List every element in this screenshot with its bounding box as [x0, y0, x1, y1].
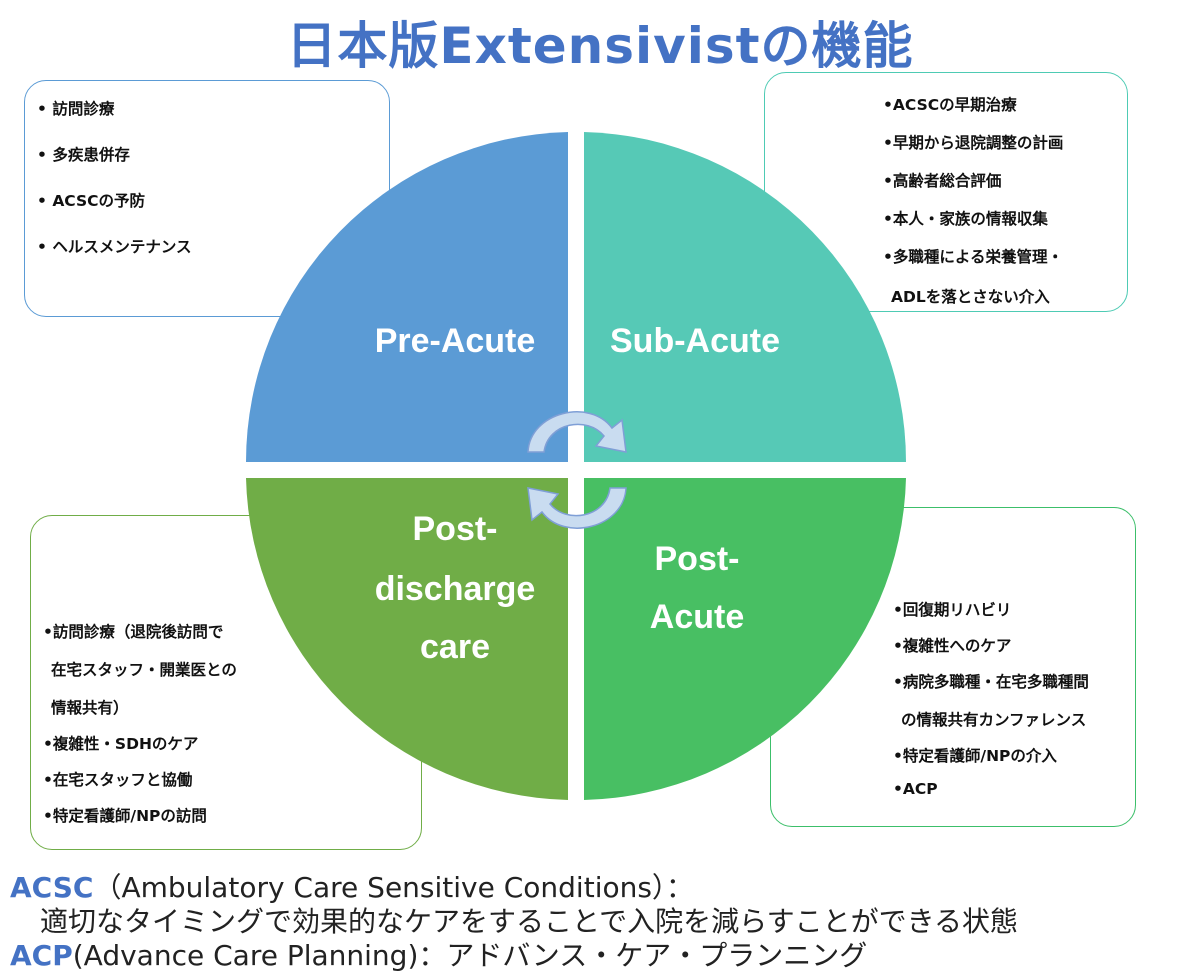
list-item: •本人・家族の情報収集: [883, 210, 1048, 228]
post-acute-label-1: Post-: [654, 540, 740, 578]
acsc-abbr: ACSC: [10, 871, 94, 904]
sub-acute-quadrant: [584, 132, 906, 462]
list-item: •在宅スタッフと協働: [43, 771, 193, 789]
acp-full: (Advance Care Planning)：アドバンス・ケア・プランニング: [72, 939, 868, 972]
list-item: •特定看護師/NPの訪問: [43, 807, 207, 825]
list-item: •ACSCの早期治療: [883, 96, 1017, 114]
list-item: • 訪問診療: [37, 100, 115, 118]
cycle-arrow-icon: [527, 411, 627, 529]
post-discharge-label-1: Post-: [412, 510, 498, 548]
page-title: 日本版Extensivistの機能: [286, 17, 914, 75]
list-item: •病院多職種・在宅多職種間 の情報共有カンファレンス: [893, 673, 1089, 729]
list-item: • ACSCの予防: [37, 192, 146, 210]
list-item: •訪問診療（退院後訪問で 在宅スタッフ・開業医との 情報共有）: [43, 623, 237, 717]
list-item: •ACP: [893, 780, 938, 798]
list-item: • ヘルスメンテナンス: [37, 238, 192, 256]
list-item: •複雑性へのケア: [893, 637, 1012, 655]
post-discharge-label-3: care: [420, 628, 490, 666]
acp-abbr: ACP: [10, 939, 73, 972]
list-item: • 多疾患併存: [37, 146, 130, 164]
sub-acute-label: Sub-Acute: [610, 322, 780, 360]
list-item: •回復期リハビリ: [893, 601, 1012, 619]
post-discharge-quadrant: [246, 478, 568, 800]
post-discharge-label-2: discharge: [374, 570, 536, 608]
list-item: •早期から退院調整の計画: [883, 134, 1064, 152]
footer-acsc: ACSC（Ambulatory Care Sensitive Condition…: [10, 866, 694, 906]
post-acute-label-2: Acute: [649, 598, 745, 636]
pre-acute-box: • 訪問診療 • 多疾患併存 • ACSCの予防 • ヘルスメンテナンス: [24, 80, 390, 317]
list-item: •特定看護師/NPの介入: [893, 747, 1057, 765]
acsc-full: （Ambulatory Care Sensitive Conditions）：: [93, 871, 694, 904]
list-item: •高齢者総合評価: [883, 172, 1002, 190]
list-item: •複雑性・SDHのケア: [43, 735, 199, 753]
list-item: •多職種による栄養管理・ ADLを落とさない介入: [883, 248, 1063, 306]
pre-acute-label: Pre-Acute: [374, 322, 536, 360]
post-acute-quadrant: [584, 478, 906, 800]
pre-acute-quadrant: [245, 132, 568, 462]
footer-acsc-desc: 適切なタイミングで効果的なケアをすることで入院を減らすことができる状態: [40, 905, 1019, 938]
footer-acp: ACP(Advance Care Planning)：アドバンス・ケア・プランニ…: [10, 934, 867, 974]
